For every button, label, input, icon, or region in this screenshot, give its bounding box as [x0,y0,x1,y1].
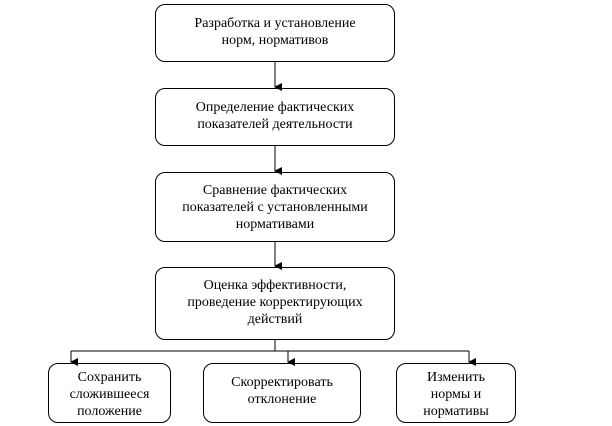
node-actual: Определение фактических показателей деят… [155,88,395,146]
node-change: Изменить нормы и нормативы [396,363,516,423]
node-compare: Сравнение фактических показателей с уста… [155,172,395,242]
node-label: Скорректировать отклонение [231,375,333,407]
node-label: Сравнение фактических показателей с уста… [182,183,368,232]
node-label: Оценка эффективности, проведение коррект… [187,278,363,327]
node-label: Разработка и установление норм, норматив… [194,16,356,48]
node-keep: Сохранить сложившееся положение [48,363,171,423]
node-norms: Разработка и установление норм, норматив… [155,4,395,62]
node-correct: Скорректировать отклонение [203,363,361,423]
node-label: Сохранить сложившееся положение [69,370,150,419]
node-evaluate: Оценка эффективности, проведение коррект… [155,267,395,340]
node-label: Изменить нормы и нормативы [423,370,489,419]
node-label: Определение фактических показателей деят… [195,100,355,132]
